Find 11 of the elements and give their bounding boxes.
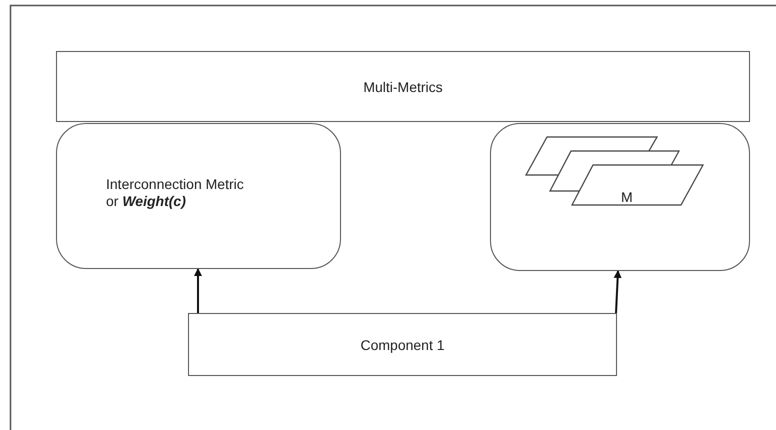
arrow	[194, 268, 202, 313]
node-label: M	[621, 190, 633, 204]
node-label: Interconnection Metric or Weight(c)	[106, 176, 244, 210]
component-box	[188, 313, 617, 376]
node-label: Component 1	[360, 336, 445, 352]
metric-box	[56, 51, 750, 122]
metric-box	[490, 123, 750, 271]
metric-box	[56, 123, 341, 269]
arrow	[614, 270, 622, 314]
parallelogram-shape	[571, 164, 704, 206]
node-label: Multi-Metrics	[363, 78, 443, 94]
